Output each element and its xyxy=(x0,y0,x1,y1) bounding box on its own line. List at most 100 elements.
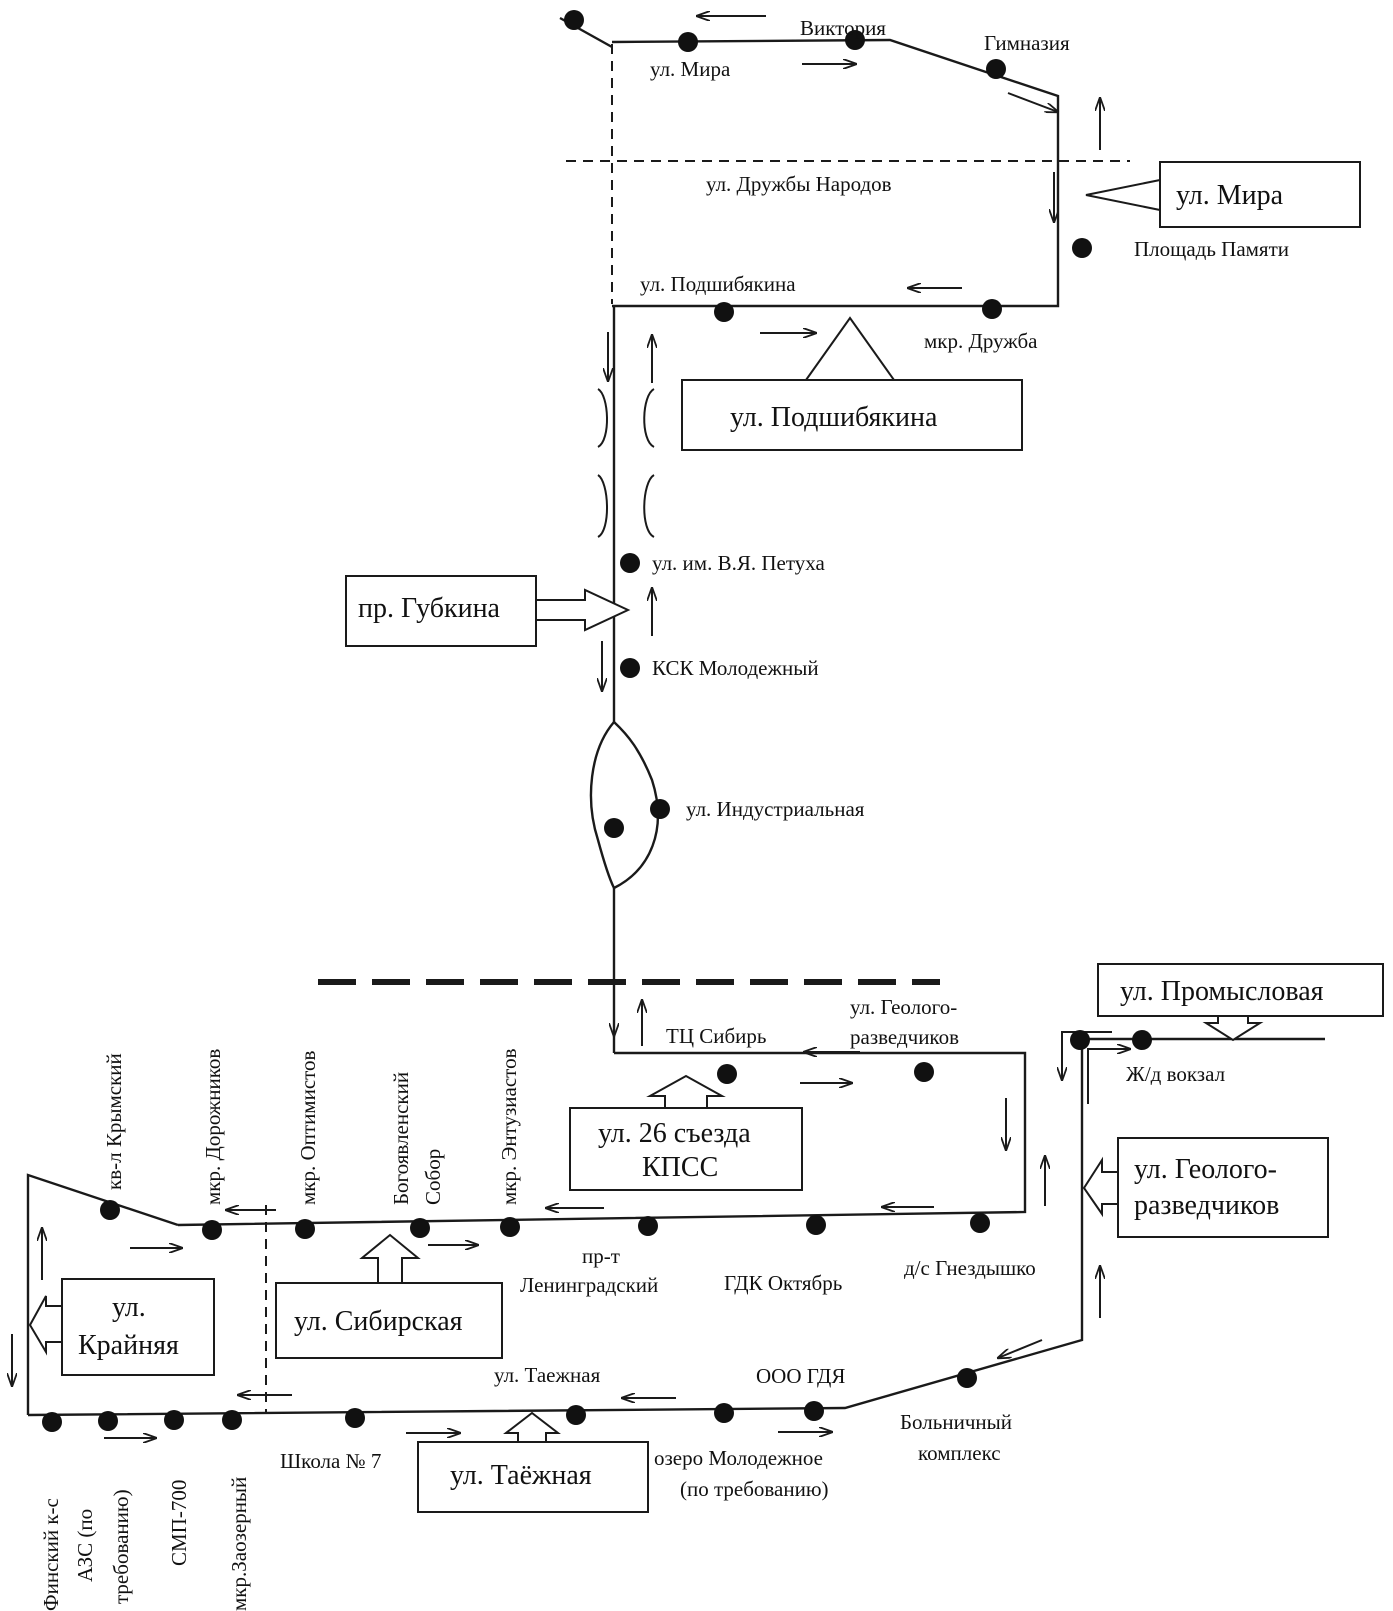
pointer-ul-podshibyakina xyxy=(804,316,896,381)
stop-ds-gnezdyshko xyxy=(970,1213,990,1233)
vertical-stop-labels-bottom: Финский к-с АЗС (по требованию) СМП-700 … xyxy=(39,1477,251,1611)
street-box-ul-geolog-label-2: разведчиков xyxy=(1134,1190,1279,1221)
stop-zhd-vokzal-east xyxy=(1132,1030,1152,1050)
stop-label-kv-krymsky: кв-л Крымский xyxy=(102,1053,126,1190)
stop-ul-industrialnaya-east xyxy=(650,799,670,819)
stop-label-ozero-2: (по требованию) xyxy=(680,1477,829,1501)
pointer-ul-promyslovaya xyxy=(1202,1015,1264,1042)
bridge-mark xyxy=(597,388,608,448)
stop-label-mkr-druzhba: мкр. Дружба xyxy=(924,329,1038,353)
stops xyxy=(42,10,1152,1432)
stop-label-mkr-optimistov: мкр. Оптимистов xyxy=(296,1050,320,1205)
street-box-ul-podshibyakina-label: ул. Подшибякина xyxy=(730,402,938,433)
pointer-ul-geolog xyxy=(1082,1156,1119,1218)
street-box-ul-26-sezda-label-2: КПСС xyxy=(642,1152,718,1183)
stop-mkr-zaozerny xyxy=(222,1410,242,1430)
bridge-mark xyxy=(597,474,608,538)
bridge-mark xyxy=(643,474,655,538)
stop-label-viktoriya: Виктория xyxy=(800,16,886,40)
street-label-druzhby-narodov: ул. Дружбы Народов xyxy=(706,172,892,196)
stop-label-bolnichny-2: комплекс xyxy=(918,1441,1001,1465)
stop-gdk-oktyabr xyxy=(806,1215,826,1235)
street-box-ul-krainyaya xyxy=(61,1278,215,1376)
route-loop-industrialnaya xyxy=(589,720,660,890)
stop-label-ozero-1: озеро Молодежное xyxy=(654,1446,823,1470)
arrow-left-icon xyxy=(998,1339,1043,1358)
stop-azs xyxy=(98,1411,118,1431)
stop-label-leningradsky-2: Ленинградский xyxy=(520,1273,658,1297)
stop-label-geolog-1: ул. Геолого- xyxy=(850,995,957,1019)
arrow-down-icon xyxy=(1062,1031,1112,1080)
direction-arrows xyxy=(12,16,1130,1438)
stop-kv-krymsky xyxy=(100,1200,120,1220)
stop-tts-sibir xyxy=(717,1064,737,1084)
stop-ozero-molodezhnoe xyxy=(714,1403,734,1423)
stop-label-ploshchad-pamyati: Площадь Памяти xyxy=(1134,237,1289,261)
street-box-ul-promyslovaya-label: ул. Промысловая xyxy=(1120,976,1324,1007)
stop-label-geolog-2: разведчиков xyxy=(850,1025,959,1049)
vertical-stop-labels-top: кв-л Крымский мкр. Дорожников мкр. Оптим… xyxy=(102,1048,521,1205)
stop-gimnaziya xyxy=(986,59,1006,79)
pointer-pr-gubkina xyxy=(535,588,631,632)
street-boxes: ул. Мира ул. Подшибякина пр. Губкина ул.… xyxy=(28,161,1384,1513)
street-box-ul-geolog-label-1: ул. Геолого- xyxy=(1134,1154,1277,1185)
stop-zhd-vokzal-west xyxy=(1070,1030,1090,1050)
stop-label-bogoyavlensky-1: Богоявленский xyxy=(389,1072,413,1205)
street-box-ul-taezhnaya-label: ул. Таёжная xyxy=(450,1460,592,1491)
stop-label-gdk-oktyabr: ГДК Октябрь xyxy=(724,1271,842,1295)
stop-label-gimnaziya: Гимназия xyxy=(984,31,1070,55)
pointer-ul-sibirskaya xyxy=(359,1233,421,1284)
dashed-lines xyxy=(265,44,1130,1413)
street-box-ul-podshibyakina xyxy=(681,379,1023,451)
stop-label-ooo-gdya: ООО ГДЯ xyxy=(756,1364,845,1388)
stop-mkr-druzhba xyxy=(982,299,1002,319)
stop-ul-petukha xyxy=(620,553,640,573)
stop-viktoriya xyxy=(845,30,865,50)
stop-ul-mira-top xyxy=(678,32,698,52)
stop-label-finsky: Финский к-с xyxy=(39,1498,63,1611)
stop-label-ul-taezhnaya: ул. Таежная xyxy=(494,1363,601,1387)
pointer-ul-krainyaya xyxy=(28,1295,63,1356)
stop-label-mkr-dorozhnikov: мкр. Дорожников xyxy=(201,1049,225,1205)
stop-label-shkola-7: Школа № 7 xyxy=(280,1449,381,1473)
street-box-ul-taezhnaya xyxy=(417,1441,649,1513)
stop-bolnichny xyxy=(957,1368,977,1388)
stop-label-ds-gnezdyshko: д/с Гнездышко xyxy=(904,1256,1036,1280)
stop-mkr-optimistov xyxy=(295,1219,315,1239)
stop-label-leningradsky-1: пр-т xyxy=(582,1244,620,1268)
stop-label-ul-petukha: ул. им. В.Я. Петуха xyxy=(652,551,825,575)
arrow-right-icon xyxy=(1007,92,1058,112)
stop-label-azs-2: требованию) xyxy=(109,1489,133,1604)
street-box-ul-26-sezda-label-1: ул. 26 съезда xyxy=(598,1118,751,1149)
stop-labels: Виктория ул. Мира Гимназия ул. Дружбы На… xyxy=(280,16,1289,1501)
stop-ul-industrialnaya-west xyxy=(604,818,624,838)
stop-label-zhd-vokzal: Ж/д вокзал xyxy=(1126,1062,1225,1086)
stop-label-azs-1: АЗС (по xyxy=(73,1509,97,1582)
street-box-ul-mira-label: ул. Мира xyxy=(1176,180,1284,211)
stop-mkr-dorozhnikov xyxy=(202,1220,222,1240)
street-box-ul-geolog xyxy=(1117,1137,1329,1238)
stop-finsky xyxy=(42,1412,62,1432)
street-box-ul-promyslovaya xyxy=(1097,963,1384,1017)
stop-label-smp-700: СМП-700 xyxy=(167,1480,191,1566)
stop-label-ul-industrialnaya: ул. Индустриальная xyxy=(686,797,865,821)
stop-label-mkr-entuziastov: мкр. Энтузиастов xyxy=(497,1048,521,1205)
stop-smp-700 xyxy=(164,1410,184,1430)
pointer-ul-26-sezda xyxy=(646,1074,726,1109)
street-box-ul-sibirskaya-label: ул. Сибирская xyxy=(294,1306,463,1337)
bridge-marks xyxy=(597,388,655,538)
stop-geolog xyxy=(914,1062,934,1082)
stop-leningradsky xyxy=(638,1216,658,1236)
stop-ul-taezhnaya xyxy=(566,1405,586,1425)
stop-mkr-entuziastov xyxy=(500,1217,520,1237)
stop-label-bolnichny-1: Больничный xyxy=(900,1410,1012,1434)
stop-label-ul-mira-top: ул. Мира xyxy=(650,57,731,81)
stop-ooo-gdya xyxy=(804,1401,824,1421)
arrow-right-icon xyxy=(1087,1049,1130,1104)
stop-ksk-molodezhny xyxy=(620,658,640,678)
stop-ploshchad-pamyati xyxy=(1072,238,1092,258)
street-box-ul-mira xyxy=(1159,161,1361,228)
street-box-pr-gubkina-label: пр. Губкина xyxy=(358,593,501,624)
stop-label-ksk-molodezhny: КСК Молодежный xyxy=(652,656,819,680)
